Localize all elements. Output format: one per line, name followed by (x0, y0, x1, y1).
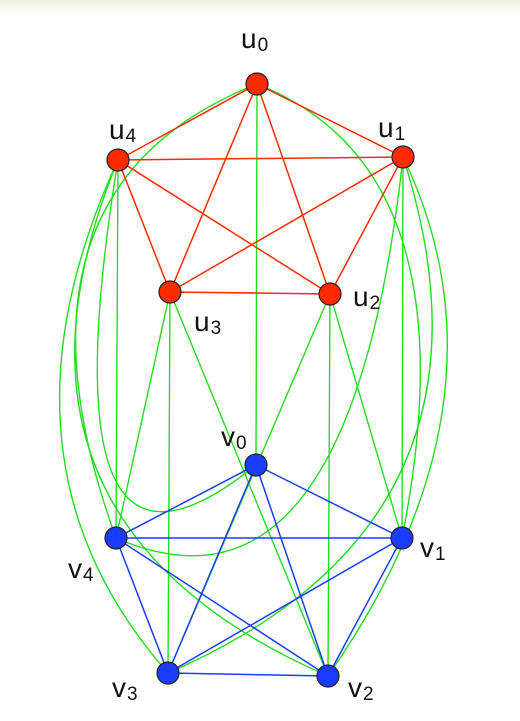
top-edges (117, 83, 404, 295)
label-v1: v1 (420, 532, 446, 565)
label-u2-index: 2 (370, 293, 381, 314)
label-v3-index: 3 (127, 684, 138, 705)
cross-edge-u3-v2 (169, 291, 329, 677)
label-u0-letter: u (241, 23, 257, 54)
bottom-edge-v0-v2 (255, 464, 329, 677)
label-u2: u2 (353, 281, 380, 314)
label-v3-letter: v (112, 672, 126, 703)
label-u3: u3 (194, 306, 221, 339)
cross-edge-u2-v1 (329, 293, 403, 539)
bottom-edge-v1-v3 (167, 537, 403, 674)
top-edge-u2-u4 (117, 159, 331, 295)
top-edge-u1-u4 (117, 156, 404, 161)
vertex-v3 (156, 661, 180, 685)
cross-edge-u4-v0 (96, 159, 257, 513)
cross-edge-u3-v4 (115, 291, 171, 539)
cross-edge-u1-v2 (327, 156, 448, 677)
bottom-edge-v0-v4 (115, 464, 257, 539)
label-v0: v0 (221, 421, 247, 454)
label-u0-index: 0 (258, 35, 269, 56)
label-u3-index: 3 (211, 318, 222, 339)
cross-edges (58, 83, 448, 677)
vertex-v1 (390, 526, 414, 550)
label-u1-index: 1 (395, 124, 406, 145)
top-edge-u1-u3 (169, 156, 404, 293)
vertex-v2 (316, 664, 340, 688)
top-edge-u1-u2 (329, 156, 404, 295)
label-v2: v2 (348, 672, 374, 705)
cross-edge-u0-v0 (255, 83, 258, 466)
top-edge-u3-u4 (117, 159, 171, 293)
label-v0-index: 0 (236, 433, 247, 454)
label-u1-letter: u (378, 112, 394, 143)
cross-edge-u1-v3 (167, 156, 433, 674)
top-strip (0, 0, 520, 14)
bottom-edge-v1-v2 (327, 537, 403, 677)
cross-edge-u4-v2 (74, 159, 329, 677)
label-v3: v3 (112, 672, 138, 705)
bottom-edges (115, 464, 403, 677)
label-u3-letter: u (194, 306, 210, 337)
label-v4-letter: v (68, 553, 82, 584)
vertices (104, 72, 415, 688)
top-edge-u0-u2 (256, 83, 331, 295)
label-v1-letter: v (420, 532, 434, 563)
bottom-edge-v2-v3 (167, 672, 329, 677)
label-u1: u1 (378, 112, 405, 145)
top-edge-u0-u4 (117, 83, 258, 161)
label-v4: v4 (68, 553, 94, 586)
label-v0-letter: v (221, 421, 235, 452)
cross-edge-u4-v4 (115, 159, 119, 539)
bottom-edge-v3-v4 (115, 537, 169, 674)
label-u4-index: 4 (126, 126, 137, 147)
top-edge-u0-u1 (256, 83, 404, 158)
vertex-v4 (104, 526, 128, 550)
bottom-edge-v0-v1 (255, 464, 403, 539)
label-u4: u4 (109, 114, 137, 147)
vertex-u4 (106, 148, 130, 172)
cross-edge-u4-v3 (58, 159, 169, 674)
vertex-u1 (391, 145, 415, 169)
vertex-v0 (244, 453, 268, 477)
top-edge-u2-u3 (169, 291, 331, 295)
cross-edge-u3-v3 (167, 291, 171, 674)
label-u0: u0 (241, 23, 268, 56)
label-u2-letter: u (353, 281, 369, 312)
label-u4-letter: u (109, 114, 125, 145)
vertex-u0 (245, 72, 269, 96)
cross-edge-u1-v1 (401, 156, 404, 539)
vertex-u3 (158, 280, 182, 304)
cross-edge-u2-v2 (327, 293, 331, 677)
vertex-u2 (318, 282, 342, 306)
cross-edge-u1-v4 (115, 156, 404, 557)
label-v2-index: 2 (363, 684, 374, 705)
top-edge-u0-u3 (169, 83, 258, 293)
bottom-edge-v0-v3 (167, 464, 257, 674)
label-v4-index: 4 (83, 565, 94, 586)
label-v1-index: 1 (435, 544, 446, 565)
bottom-edge-v2-v4 (115, 537, 329, 677)
label-v2-letter: v (348, 672, 362, 703)
